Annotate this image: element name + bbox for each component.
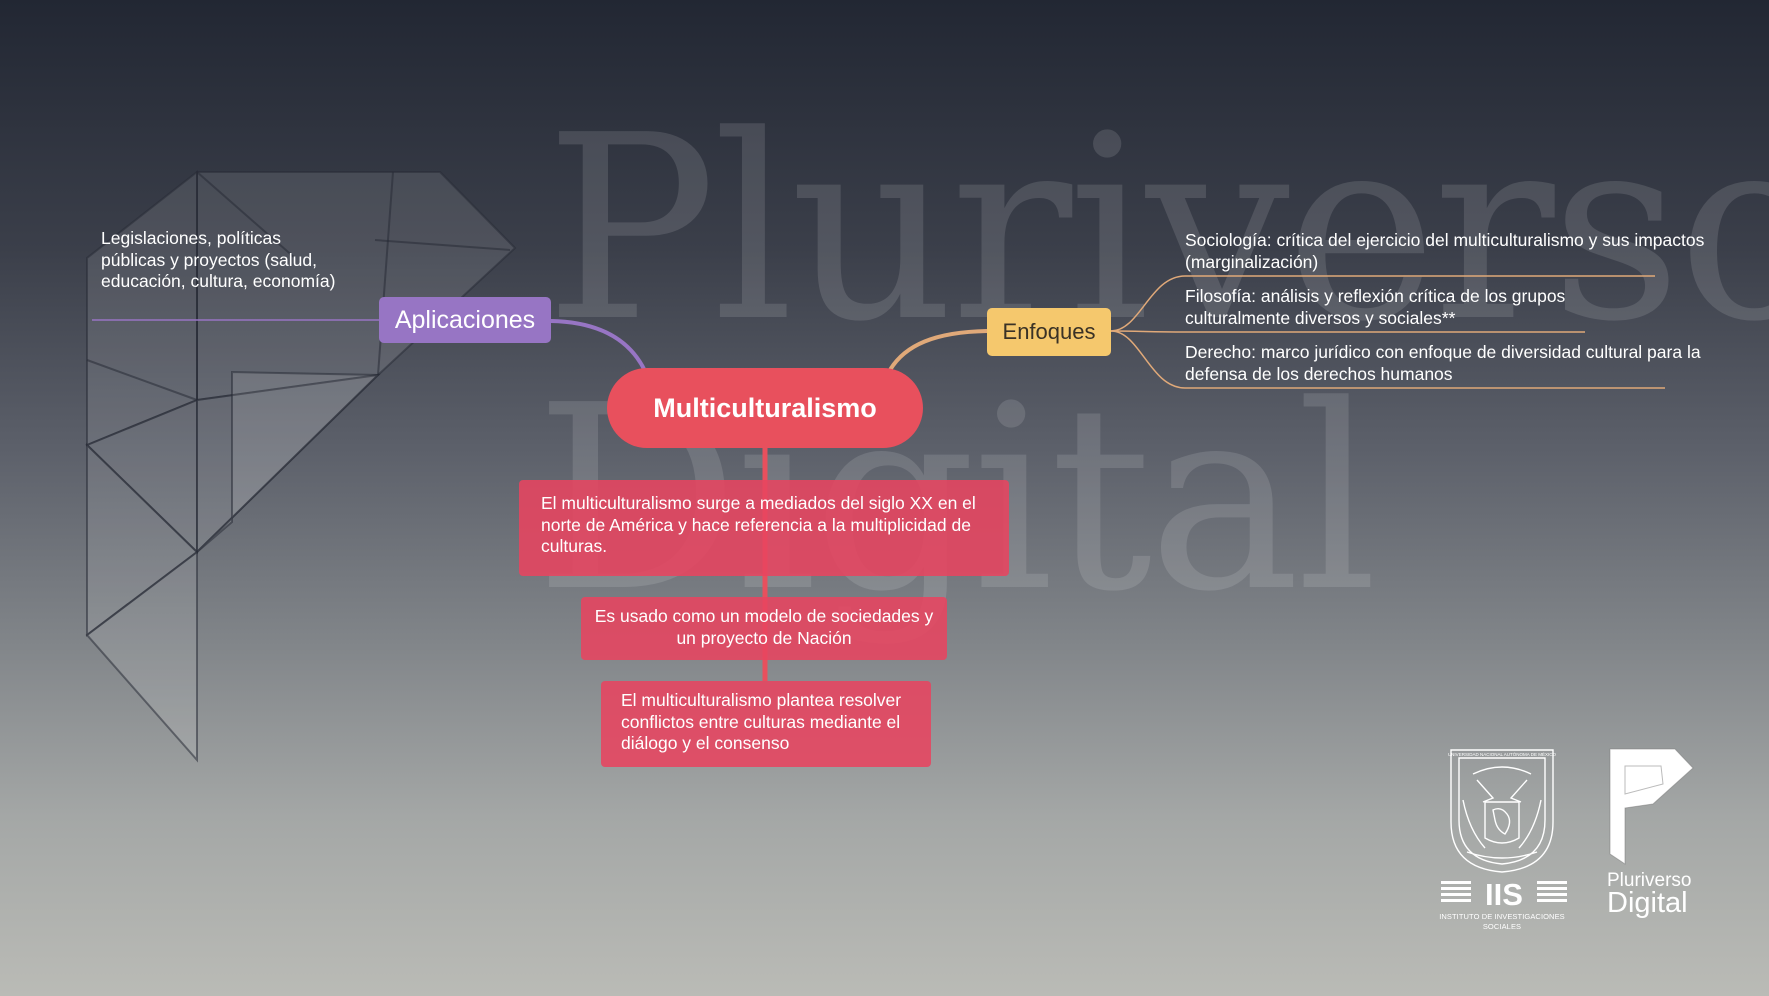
branch-enfoques-label: Enfoques	[1002, 319, 1096, 344]
unam-seal-logo: UNIVERSIDAD NACIONAL AUTÓNOMA DE MÉXICO	[1448, 749, 1557, 873]
connector-central-aplicaciones	[550, 319, 647, 372]
leaf-aplicaciones[interactable]: Legislaciones, políticas públicas y proy…	[101, 228, 336, 291]
leaf-enfoques-sociologia[interactable]: Sociología: crítica del ejercicio del mu…	[1185, 230, 1705, 272]
description-box-model[interactable]: Es usado como un modelo de sociedades y …	[581, 597, 947, 660]
iis-logo: IIS	[1441, 877, 1567, 911]
iis-caption-line-2: SOCIALES	[1482, 922, 1522, 931]
pluriverso-digital-logo	[1609, 748, 1694, 865]
branch-aplicaciones[interactable]: Aplicaciones	[379, 297, 551, 343]
connector-enfoques-leaf-2	[1110, 330, 1585, 333]
connector-enfoques-leaf-3	[1110, 330, 1665, 389]
branch-enfoques[interactable]: Enfoques	[987, 308, 1111, 356]
connector-central-enfoques	[888, 329, 988, 372]
description-box-origin[interactable]: El multiculturalismo surge a mediados de…	[519, 480, 1009, 576]
connector-enfoques-leaf-1	[1110, 275, 1655, 332]
iis-acronym: IIS	[1485, 877, 1523, 911]
iis-caption-line-1: INSTITUTO DE INVESTIGACIONES	[1439, 912, 1565, 921]
central-topic[interactable]: Multiculturalismo	[607, 368, 923, 448]
unam-seal-text: UNIVERSIDAD NACIONAL AUTÓNOMA DE MÉXICO	[1448, 751, 1557, 757]
branch-aplicaciones-label: Aplicaciones	[394, 305, 536, 334]
leaf-enfoques-derecho[interactable]: Derecho: marco jurídico con enfoque de d…	[1185, 342, 1701, 384]
leaf-enfoques-filosofia[interactable]: Filosofía: análisis y reflexión crítica …	[1185, 286, 1566, 328]
iis-caption: INSTITUTO DE INVESTIGACIONES SOCIALES	[1437, 912, 1567, 932]
watermark-line-1: Pluriverso	[545, 81, 1769, 378]
pluriverso-wordmark-line-2: Digital	[1607, 887, 1688, 919]
description-box-conflict[interactable]: El multiculturalismo plantea resolver co…	[601, 681, 931, 767]
pluriverso-wordmark-line-1: Pluriverso	[1607, 870, 1692, 891]
central-topic-label: Multiculturalismo	[653, 392, 877, 423]
pluriverso-digital-wordmark: Pluriverso Digital	[1607, 869, 1692, 919]
